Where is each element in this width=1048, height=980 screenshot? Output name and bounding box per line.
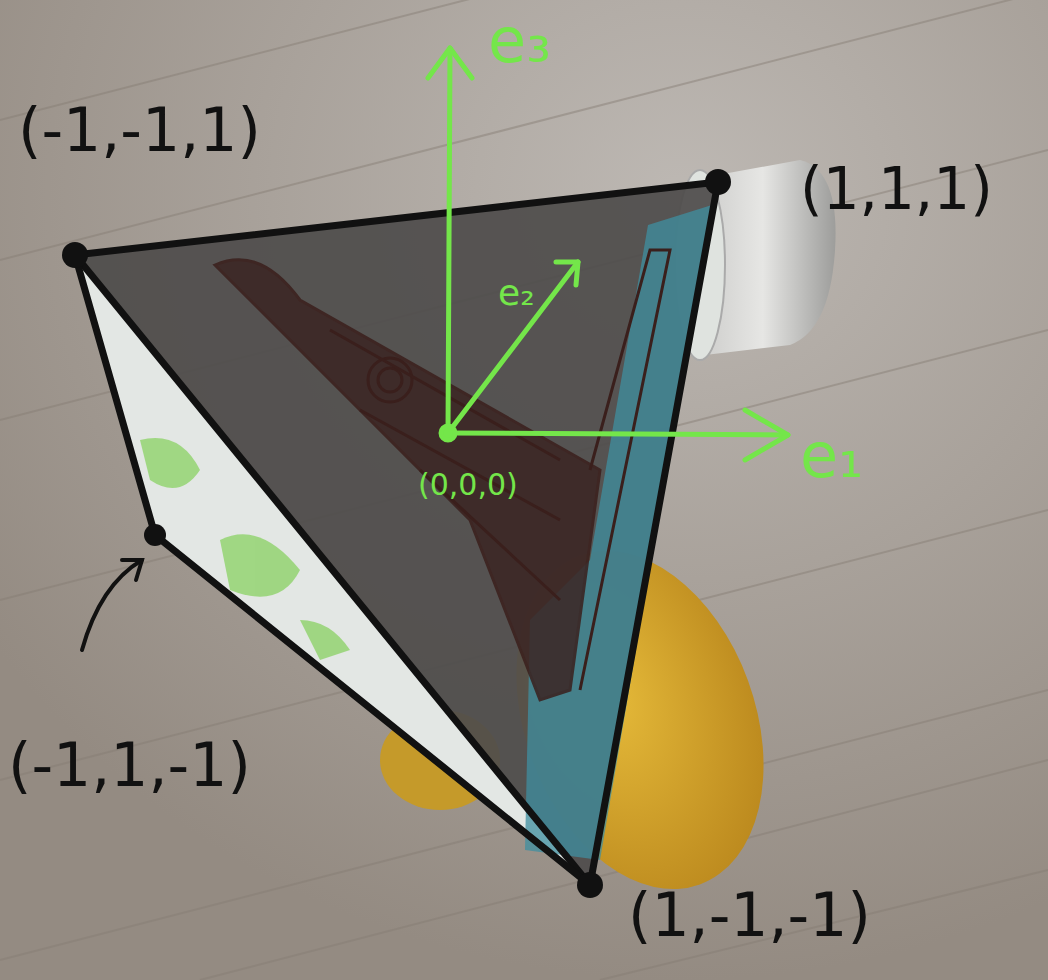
- vertex-label: (-1,1,-1): [8, 735, 251, 795]
- axis-label: e₁: [800, 425, 863, 487]
- pointer-arrow: [82, 560, 142, 650]
- axis-label: e₂: [498, 275, 535, 311]
- axis-label: e₃: [488, 10, 551, 72]
- tower-drawing: [215, 250, 670, 700]
- axis-arrows: [428, 48, 788, 460]
- vertex-label: (1,-1,-1): [628, 885, 871, 945]
- origin-label: (0,0,0): [418, 470, 518, 500]
- vertex-label: (-1,-1,1): [18, 100, 261, 160]
- vertex-label: (1,1,1): [800, 160, 993, 218]
